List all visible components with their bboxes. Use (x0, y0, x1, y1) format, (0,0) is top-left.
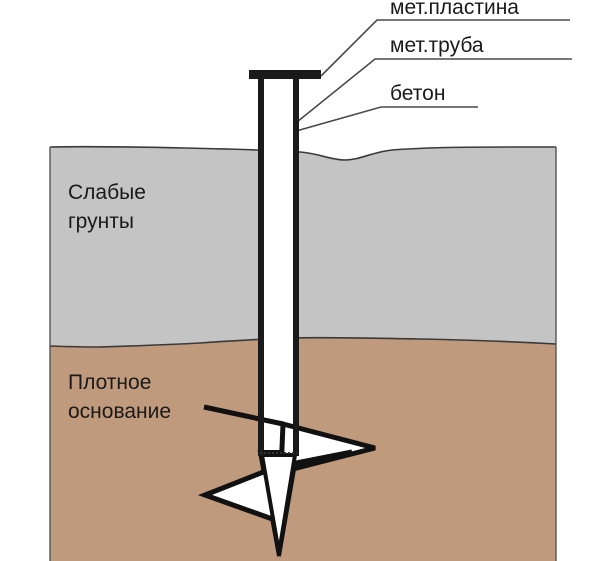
leader-line-beton (274, 106, 478, 138)
layer-label-dense-base-line1: Плотное (68, 371, 151, 394)
layer-label-dense-base-line2: основание (68, 400, 171, 423)
callout-label-met-truba: мет.труба (390, 34, 484, 57)
callout-label-beton: бетон (390, 82, 445, 105)
layer-label-weak-soil-line1: Слабые (68, 181, 146, 204)
callout-label-met-plastina: мет.пластина (390, 0, 519, 19)
layer-label-weak-soil-line2: грунты (68, 210, 134, 233)
steel-tube-right-wall (293, 76, 299, 456)
concrete-core-fill (259, 76, 298, 454)
weak-soil-layer (50, 146, 556, 347)
helical-blade-upper-trailing-edge (203, 404, 284, 427)
ground-surface-line (49, 145, 556, 161)
metal-top-plate (249, 70, 321, 79)
steel-tube-left-wall (258, 76, 264, 456)
leader-line-met-truba (296, 58, 572, 123)
pile-tip-outline (259, 453, 298, 554)
leader-line-met-plastina (320, 19, 570, 77)
